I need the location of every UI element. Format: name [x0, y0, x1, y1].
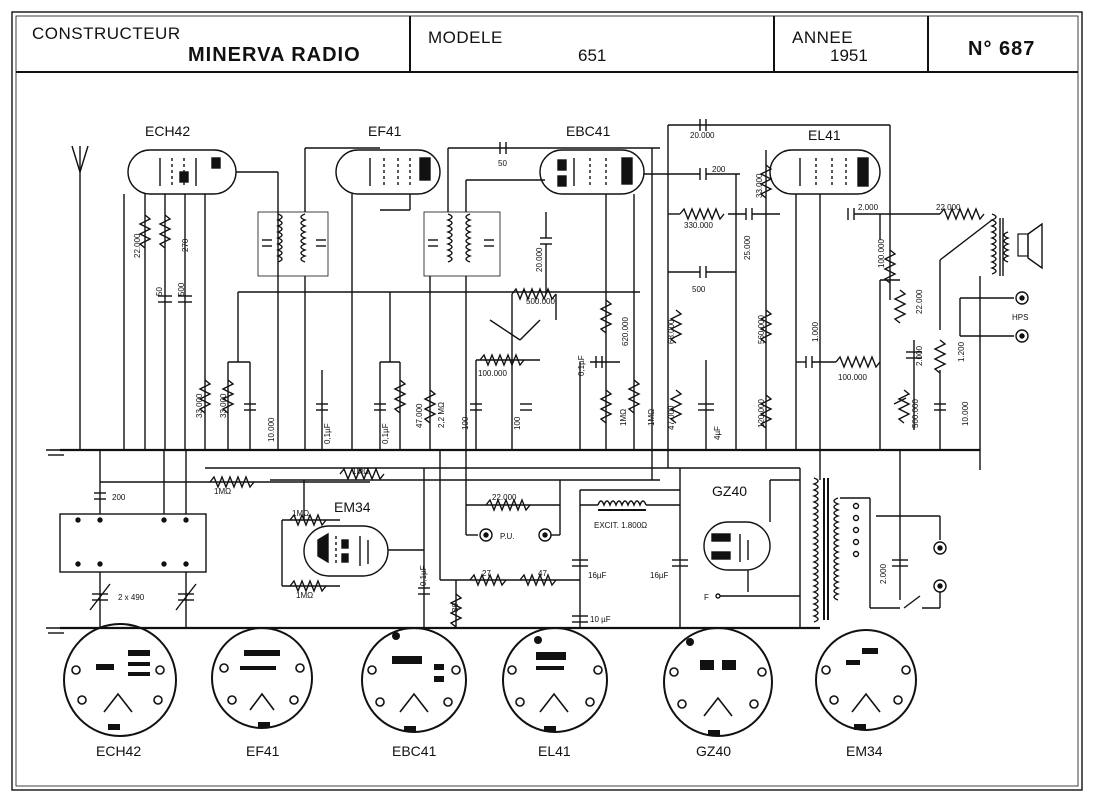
val-c50: 50	[498, 159, 507, 168]
val-r22000-a: 22.000	[133, 233, 142, 258]
val-r22000-c: 22.000	[492, 493, 517, 502]
val-c10uF: 10 µF	[590, 615, 611, 624]
base-label-ef41: EF41	[246, 743, 280, 759]
val-c01uF-d: 0,1µF	[419, 565, 428, 586]
val-c1000: 1.000	[811, 321, 820, 342]
val-c16uF-a: 16µF	[588, 571, 607, 580]
val-c10000-a: 10.000	[267, 417, 276, 442]
label-ech42: ECH42	[145, 123, 190, 139]
val-c500: 500	[177, 282, 186, 296]
val-r22Mohm: 2,2 MΩ	[437, 402, 446, 428]
val-c25000: 25.000	[743, 235, 752, 260]
val-r1200: 1.200	[957, 341, 966, 362]
val-r22000-hp: 22.000	[936, 203, 961, 212]
val-r39: 39	[451, 603, 460, 612]
base-label-em34: EM34	[846, 743, 883, 759]
base-label-gz40: GZ40	[696, 743, 731, 759]
val-r1Mohm-c: 1MΩ	[214, 487, 231, 496]
val-c100-b: 100	[513, 416, 522, 430]
base-label-el41: EL41	[538, 743, 571, 759]
val-c01uF-c: 0,1µF	[577, 355, 586, 376]
tube-ebc41	[539, 149, 645, 195]
val-r560000: 560.000	[757, 315, 766, 344]
annee-label: ANNEE	[792, 28, 854, 47]
val-r68000: 68.000	[667, 319, 676, 344]
val-r1Mohm-f: 1MΩ	[296, 591, 313, 600]
label-el41: EL41	[808, 127, 841, 143]
val-r22000-b: 22.000	[915, 289, 924, 314]
label-ef41: EF41	[368, 123, 402, 139]
val-r620000: 620.000	[621, 317, 630, 346]
val-hps: HPS	[1012, 313, 1028, 322]
base-label-ebc41: EBC41	[392, 743, 437, 759]
val-r330000: 330.000	[684, 221, 713, 230]
val-r33000-b: 33.000	[219, 393, 228, 418]
label-gz40: GZ40	[712, 483, 747, 499]
val-c16uF-b: 16µF	[650, 571, 669, 580]
val-r27: 27	[482, 569, 491, 578]
val-r100000-b: 100.000	[838, 373, 867, 382]
val-r47000-a: 47.000	[415, 403, 424, 428]
val-c20000-b: 20.000	[535, 247, 544, 272]
val-r100000-a: 100.000	[478, 369, 507, 378]
label-em34: EM34	[334, 499, 371, 515]
modele-label: MODELE	[428, 28, 503, 47]
numero: N° 687	[968, 38, 1036, 60]
val-r270: 270	[181, 238, 190, 252]
val-c01uF-a: 0,1µF	[323, 423, 332, 444]
tube-ef41	[335, 149, 441, 195]
val-r1Mohm-b: 1MΩ	[647, 409, 656, 426]
val-c10000-b: 10.000	[961, 401, 970, 426]
val-p500000-b: 500.000	[911, 399, 920, 428]
val-c2000-c: 2.000	[879, 563, 888, 584]
tube-gz40	[703, 521, 771, 571]
val-r33000-a: 33.000	[195, 393, 204, 418]
val-c2000: 2.000	[858, 203, 879, 212]
val-c500-b: 500	[692, 285, 706, 294]
tuning-box	[59, 513, 207, 573]
modele-value: 651	[578, 46, 607, 65]
constructeur-value: MINERVA RADIO	[188, 44, 361, 66]
val-c50-b: 50	[155, 287, 164, 296]
val-r47: 47	[538, 569, 547, 578]
val-c100-a: 100	[461, 416, 470, 430]
annee-value: 1951	[830, 46, 868, 65]
val-r120000: 120.000	[757, 399, 766, 428]
val-r1Mohm-a: 1MΩ	[619, 409, 628, 426]
val-c200-b: 200	[112, 493, 126, 502]
val-r100000-c: 100.000	[877, 239, 886, 268]
val-pu: P.U.	[500, 532, 515, 541]
val-c20000-top: 20.000	[690, 131, 715, 140]
val-excit: EXCIT. 1.800Ω	[594, 521, 647, 530]
val-r33000-el: 33.000	[755, 173, 764, 198]
tube-em34	[303, 525, 389, 577]
val-r47000-b: 47.000	[667, 405, 676, 430]
val-c2000-b: 2.000	[915, 345, 924, 366]
val-c4uF: 4µF	[713, 426, 722, 440]
tube-el41	[769, 149, 881, 195]
val-f: F	[704, 593, 709, 602]
constructeur-label: CONSTRUCTEUR	[32, 24, 181, 43]
outer-border	[11, 11, 1083, 791]
val-c200-el: 200	[712, 165, 726, 174]
val-p500000: 500.000	[526, 297, 555, 306]
val-r1Mohm-d: 1MΩ	[352, 467, 369, 476]
label-ebc41: EBC41	[566, 123, 611, 139]
val-cv-2x490: 2 x 490	[118, 593, 145, 602]
val-r1Mohm-e: 1MΩ	[292, 509, 309, 518]
val-c01uF-b: 0,1µF	[381, 423, 390, 444]
tube-bases	[63, 623, 917, 737]
base-label-ech42: ECH42	[96, 743, 141, 759]
